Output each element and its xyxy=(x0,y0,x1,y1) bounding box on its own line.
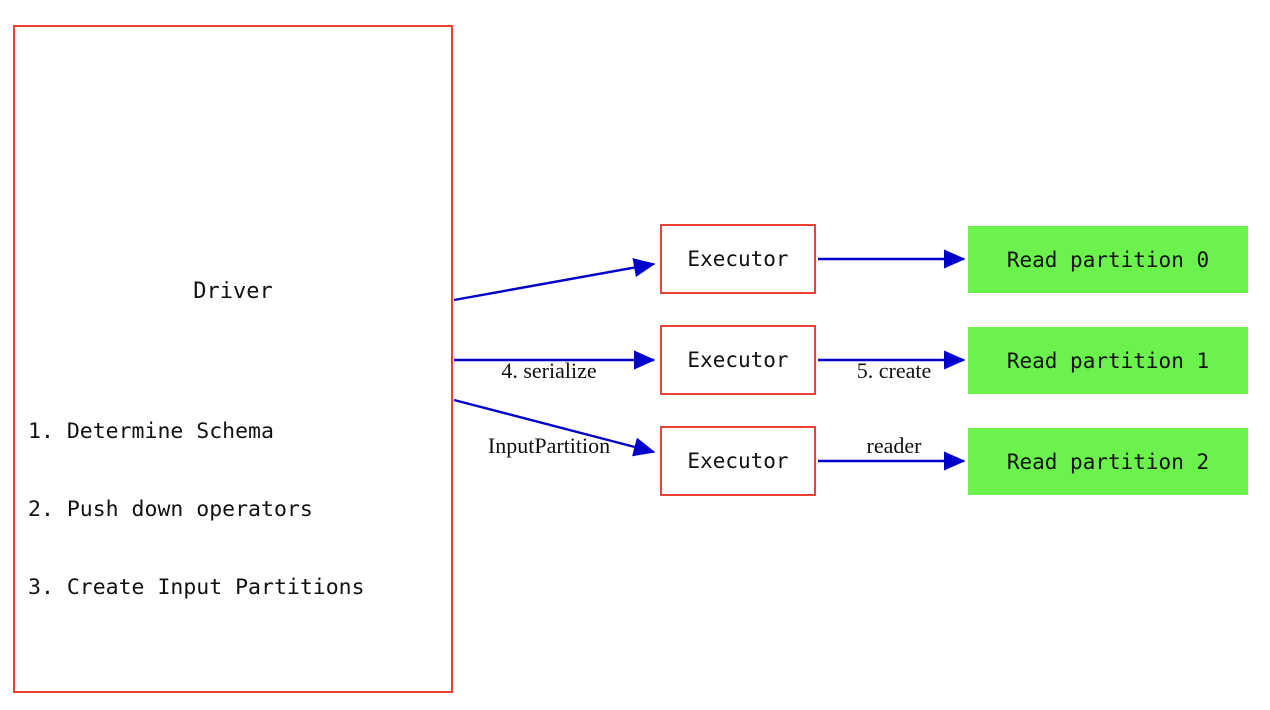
edge-label-serialize-line2: InputPartition xyxy=(487,433,611,458)
driver-step-3: 3. Create Input Partitions xyxy=(28,575,365,600)
executor-box-2: Executor xyxy=(660,325,816,395)
edge-label-create-reader-line2: reader xyxy=(866,433,922,458)
read-partition-box-2: Read partition 2 xyxy=(968,428,1248,495)
read-partition-box-0: Read partition 0 xyxy=(968,226,1248,293)
edge-label-create-reader-line1: 5. create xyxy=(856,358,932,383)
executor-box-1: Executor xyxy=(660,224,816,294)
arrow-driver-to-executor-3 xyxy=(453,398,656,457)
driver-step-list: 1. Determine Schema 2. Push down operato… xyxy=(28,367,365,653)
driver-box: Driver 1. Determine Schema 2. Push down … xyxy=(13,25,453,693)
arrow-driver-to-executor-1 xyxy=(453,258,656,302)
edge-label-serialize-line1: 4. serialize xyxy=(501,358,597,383)
edge-label-create-reader: 5. create reader xyxy=(826,308,962,508)
edge-label-serialize-inputpartition: 4. serialize InputPartition xyxy=(462,308,636,508)
executor-box-3: Executor xyxy=(660,426,816,496)
driver-title: Driver xyxy=(193,279,273,304)
driver-step-1: 1. Determine Schema xyxy=(28,419,274,444)
read-partition-box-1: Read partition 1 xyxy=(968,327,1248,394)
driver-step-2: 2. Push down operators xyxy=(28,497,313,522)
